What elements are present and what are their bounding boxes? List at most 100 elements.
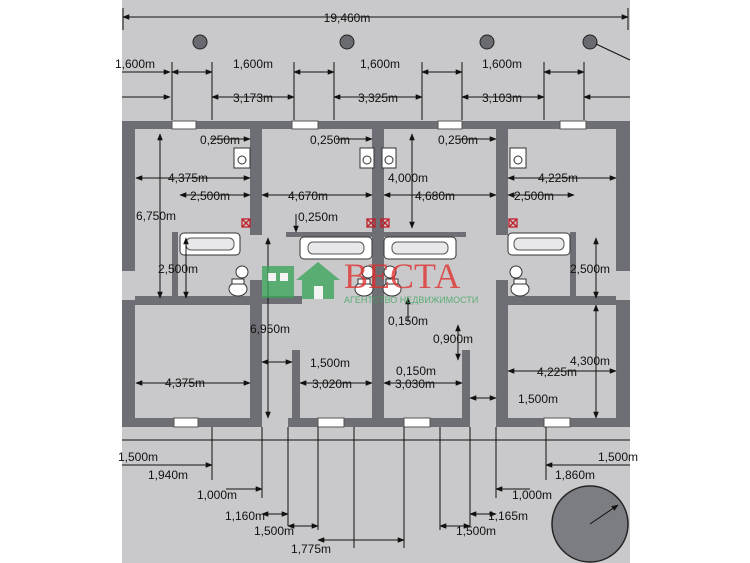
sink-icon: [361, 265, 375, 279]
dim-opening-3: 3,103m: [482, 91, 522, 105]
right-outer-wall: [616, 121, 630, 271]
dim-bottom-left-edge: 1,500m: [118, 450, 158, 464]
partition: [570, 232, 576, 300]
dim-total-width: 19,460m: [324, 11, 371, 25]
dim-unit4-hall: 1,500m: [518, 392, 558, 406]
dim-top-spacing-3: 1,600m: [482, 57, 522, 71]
window: [559, 120, 587, 130]
tree-icon: [551, 485, 629, 563]
meter-box-icon: [381, 147, 397, 169]
sink-icon: [235, 265, 249, 279]
dim-unit3-room: 3,030m: [395, 377, 435, 391]
party-wall: [250, 125, 262, 235]
dim-offset-2: 0,250m: [310, 133, 350, 147]
meter-box-icon: [509, 147, 527, 169]
dim-unit1-bath: 2,500m: [190, 189, 230, 203]
sink-icon: [509, 265, 523, 279]
dim-bottom-1: 1,940m: [148, 468, 188, 482]
window: [173, 417, 199, 428]
dim-bottom-5: 1,775m: [291, 542, 331, 556]
window: [543, 417, 571, 428]
dim-unit3-offset-a: 0,150m: [388, 314, 428, 328]
dim-unit3-depth: 4,000m: [388, 171, 428, 185]
dim-bottom-2: 1,000m: [197, 488, 237, 502]
bottom-wall-segment: [430, 418, 470, 427]
dim-offset-1: 0,250m: [200, 133, 240, 147]
house-logo-icon: [262, 262, 340, 299]
window: [403, 417, 431, 428]
partition: [462, 350, 470, 420]
partition: [286, 232, 466, 237]
window: [317, 417, 345, 428]
party-wall: [250, 280, 262, 425]
dim-unit4-width: 4,225m: [538, 171, 578, 185]
bottom-wall-segment: [496, 418, 544, 427]
partition: [292, 350, 300, 420]
window: [171, 120, 197, 130]
dim-unit2-hall: 1,500m: [310, 356, 350, 370]
dim-unit1-wet-depth: 2,500m: [158, 262, 198, 276]
window: [291, 120, 319, 130]
dim-unit4-room: 4,225m: [537, 365, 577, 379]
fixtures: [179, 147, 571, 297]
toilet-icon: [354, 278, 374, 297]
toilet-icon: [228, 278, 248, 297]
dim-bottom-7: 1,165m: [488, 509, 528, 523]
meter-box-icon: [233, 147, 251, 169]
dimension-labels: 19,460m 1,600m 1,600m 1,600m 1,600m 3,17…: [115, 11, 638, 556]
dim-unit3-door: 0,900m: [433, 332, 473, 346]
dim-bottom-right-edge: 1,500m: [598, 450, 638, 464]
toilet-icon: [510, 278, 530, 297]
dim-bottom-3: 1,160m: [225, 509, 265, 523]
dim-bottom-9: 1,860m: [555, 468, 595, 482]
top-wall-segment: [462, 121, 560, 129]
dim-unit2-width: 4,670m: [288, 189, 328, 203]
party-wall: [496, 280, 508, 425]
bottom-wall-segment: [570, 418, 630, 427]
dim-unit1-depth: 6,750m: [136, 209, 176, 223]
dim-bottom-8: 1,000m: [512, 488, 552, 502]
dim-bottom-4: 1,500m: [254, 524, 294, 538]
dim-opening-1: 3,173m: [233, 91, 273, 105]
watermark-title: ВЕСТА: [344, 256, 460, 296]
dim-unit4-depth: 4,300m: [570, 354, 610, 368]
dim-offset-3: 0,250m: [438, 133, 478, 147]
watermark-subtitle: АГЕНТСТВО НЕДВИЖИМОСТИ: [344, 295, 478, 305]
top-wall-segment: [122, 121, 172, 129]
left-outer-wall: [122, 121, 135, 271]
left-outer-wall: [122, 300, 135, 427]
dim-unit4-wet-depth: 2,500m: [570, 262, 610, 276]
dim-unit4-bath: 2,500m: [514, 189, 554, 203]
walls: [122, 120, 630, 428]
bottom-wall-segment: [198, 418, 262, 427]
bottom-wall-segment: [122, 418, 174, 427]
dim-top-spacing-2: 1,600m: [360, 57, 400, 71]
partition: [135, 296, 250, 305]
dim-top-spacing-left: 1,600m: [115, 57, 155, 71]
column-icon: [339, 34, 355, 50]
right-outer-wall: [616, 300, 630, 427]
toilet-icon: [382, 278, 402, 297]
column-icon: [582, 34, 598, 50]
window: [437, 120, 463, 130]
party-wall: [372, 125, 384, 425]
vent-marker-icon: [241, 218, 251, 228]
sink-icon: [383, 265, 397, 279]
column-icon: [192, 34, 208, 50]
dim-unit3-width: 4,680m: [415, 189, 455, 203]
vent-marker-icon: [366, 218, 376, 228]
vent-marker-icon: [380, 218, 390, 228]
columns: [192, 34, 631, 61]
top-wall-segment: [196, 121, 292, 129]
dim-unit2-room: 3,020m: [312, 377, 352, 391]
top-wall-segment: [586, 121, 630, 129]
partition: [508, 296, 616, 305]
dim-top-spacing-1: 1,600m: [233, 57, 273, 71]
vent-marker-icon: [508, 218, 518, 228]
dim-opening-2: 3,325m: [358, 91, 398, 105]
bottom-wall-segment: [288, 418, 318, 427]
dim-unit1-width: 4,375m: [168, 171, 208, 185]
partition: [172, 232, 178, 300]
